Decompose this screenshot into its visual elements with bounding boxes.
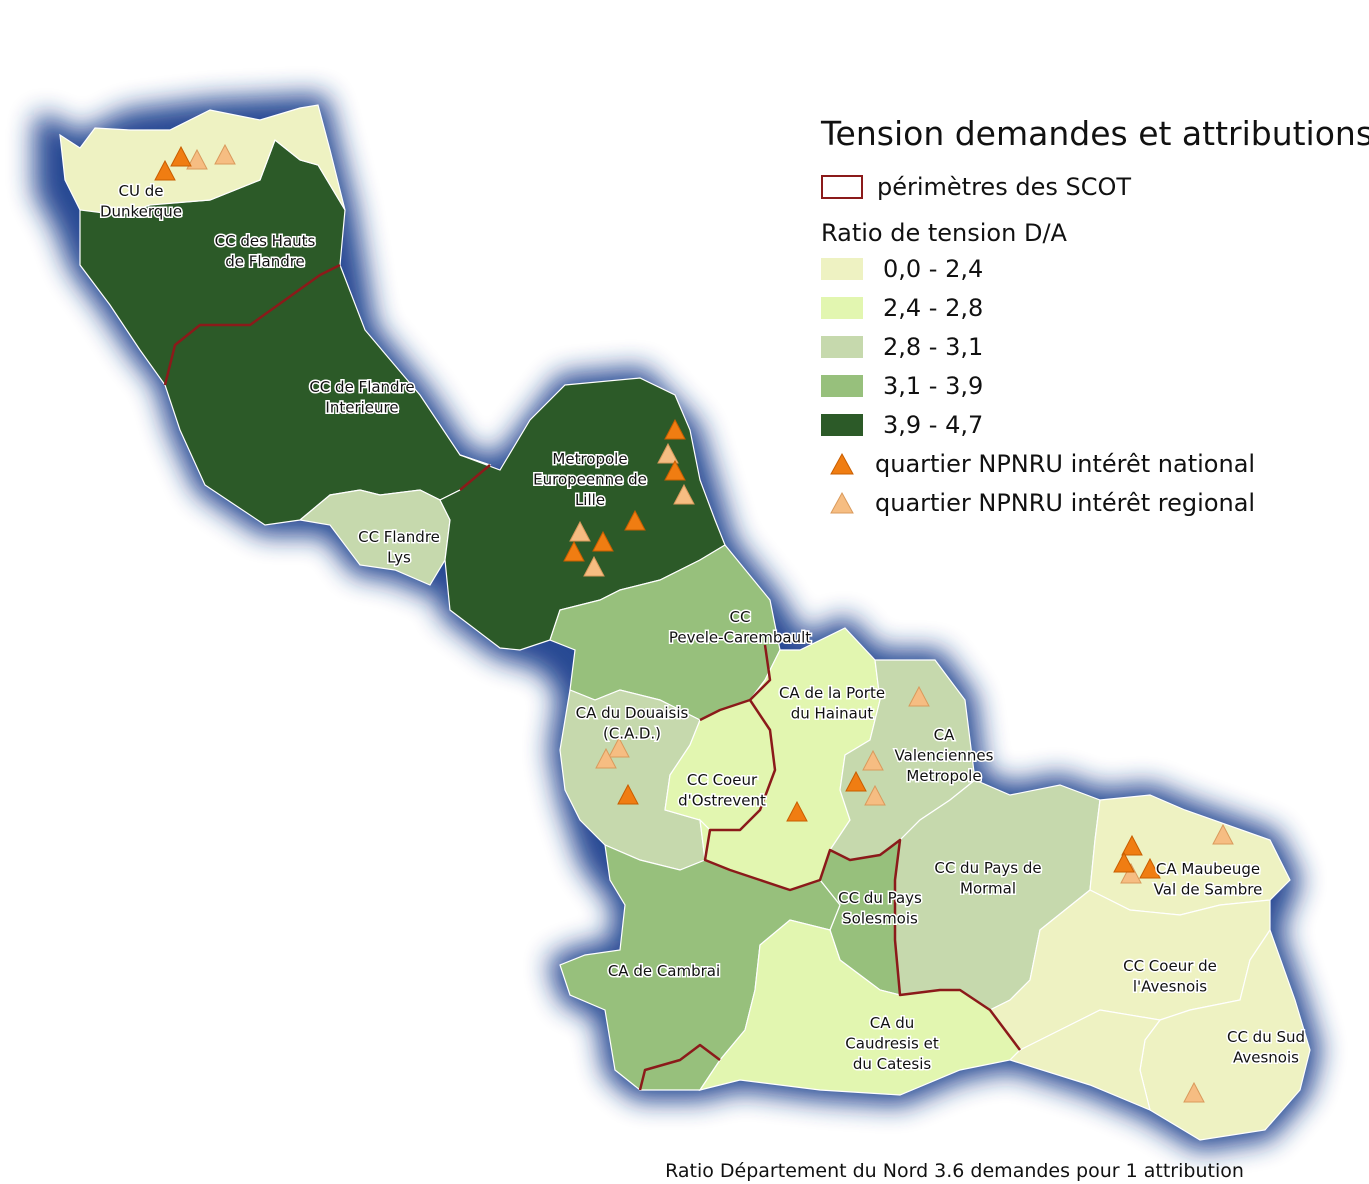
legend-class-row: 0,0 - 2,4	[821, 254, 983, 284]
class-swatch	[821, 258, 863, 280]
legend-class-row: 2,4 - 2,8	[821, 293, 983, 323]
legend: Tension demandes et attributions périmèt…	[810, 108, 1369, 526]
scot-perimeters	[163, 263, 1021, 1091]
npnru-regional-marker	[864, 784, 886, 806]
legend-class-row: 3,9 - 4,7	[821, 410, 983, 440]
legend-scot-label: périmètres des SCOT	[877, 173, 1132, 201]
npnru-regional-marker	[595, 747, 617, 769]
class-swatch	[821, 375, 863, 397]
national-triangle-icon	[830, 452, 854, 475]
legend-class-label: 0,0 - 2,4	[883, 255, 984, 283]
npnru-national-marker	[592, 530, 614, 552]
legend-national-label: quartier NPNRU intérêt national	[875, 450, 1256, 478]
scot-boundary-flandre-dunkerque	[163, 263, 341, 386]
npnru-national-marker	[563, 540, 585, 562]
legend-class-label: 2,8 - 3,1	[883, 333, 984, 361]
npnru-regional-marker	[1212, 823, 1234, 845]
legend-class-label: 2,4 - 2,8	[883, 294, 984, 322]
territory-cc-coeur-de-l-avesnois-south	[1008, 1009, 1162, 1112]
npnru-regional-marker	[673, 483, 695, 505]
npnru-national-marker	[1121, 834, 1143, 856]
territory-label: CA du Douaisis(C.A.D.)	[576, 704, 689, 743]
npnru-markers	[154, 143, 1234, 1103]
legend-regional-label: quartier NPNRU intérêt regional	[875, 489, 1256, 517]
class-swatch	[821, 414, 863, 436]
legend-ratio-heading-row: Ratio de tension D/A	[821, 218, 1067, 248]
legend-national-row: quartier NPNRU intérêt national	[821, 449, 1255, 479]
npnru-national-marker	[664, 418, 686, 440]
legend-class-label: 3,9 - 4,7	[883, 411, 984, 439]
npnru-national-marker	[1113, 851, 1135, 873]
npnru-national-marker	[624, 509, 646, 531]
legend-title: Tension demandes et attributions	[821, 114, 1369, 153]
class-swatch	[821, 336, 863, 358]
npnru-national-marker	[845, 770, 867, 792]
npnru-national-marker	[170, 145, 192, 167]
npnru-national-marker	[664, 459, 686, 481]
npnru-regional-marker	[608, 736, 630, 758]
class-swatch	[821, 297, 863, 319]
legend-class-row: 3,1 - 3,9	[821, 371, 983, 401]
npnru-national-marker	[1139, 857, 1161, 879]
npnru-regional-marker	[186, 148, 208, 170]
scot-swatch	[821, 175, 863, 199]
territories	[59, 104, 1311, 1141]
legend-ratio-heading: Ratio de tension D/A	[821, 219, 1067, 247]
npnru-regional-marker	[657, 442, 679, 464]
npnru-regional-marker	[1183, 1081, 1205, 1103]
legend-scot-row: périmètres des SCOT	[821, 172, 1131, 202]
legend-class-label: 3,1 - 3,9	[883, 372, 984, 400]
territory-label: CA de Cambrai	[608, 962, 720, 980]
npnru-national-marker	[617, 783, 639, 805]
npnru-national-marker	[786, 800, 808, 822]
map-caption: Ratio Département du Nord 3.6 demandes p…	[665, 1160, 1244, 1182]
npnru-regional-marker	[569, 520, 591, 542]
npnru-regional-marker	[908, 685, 930, 707]
legend-regional-row: quartier NPNRU intérêt regional	[821, 488, 1255, 518]
scot-boundary-ostrevent	[703, 699, 1021, 1051]
npnru-regional-marker	[214, 143, 236, 165]
scot-boundary-cambresis	[638, 1043, 721, 1091]
scot-boundary-lille	[459, 464, 491, 491]
npnru-national-marker	[154, 159, 176, 181]
npnru-regional-marker	[862, 749, 884, 771]
legend-class-row: 2,8 - 3,1	[821, 332, 983, 362]
npnru-regional-marker	[583, 555, 605, 577]
regional-triangle-icon	[830, 491, 854, 514]
npnru-regional-marker	[1120, 862, 1142, 884]
